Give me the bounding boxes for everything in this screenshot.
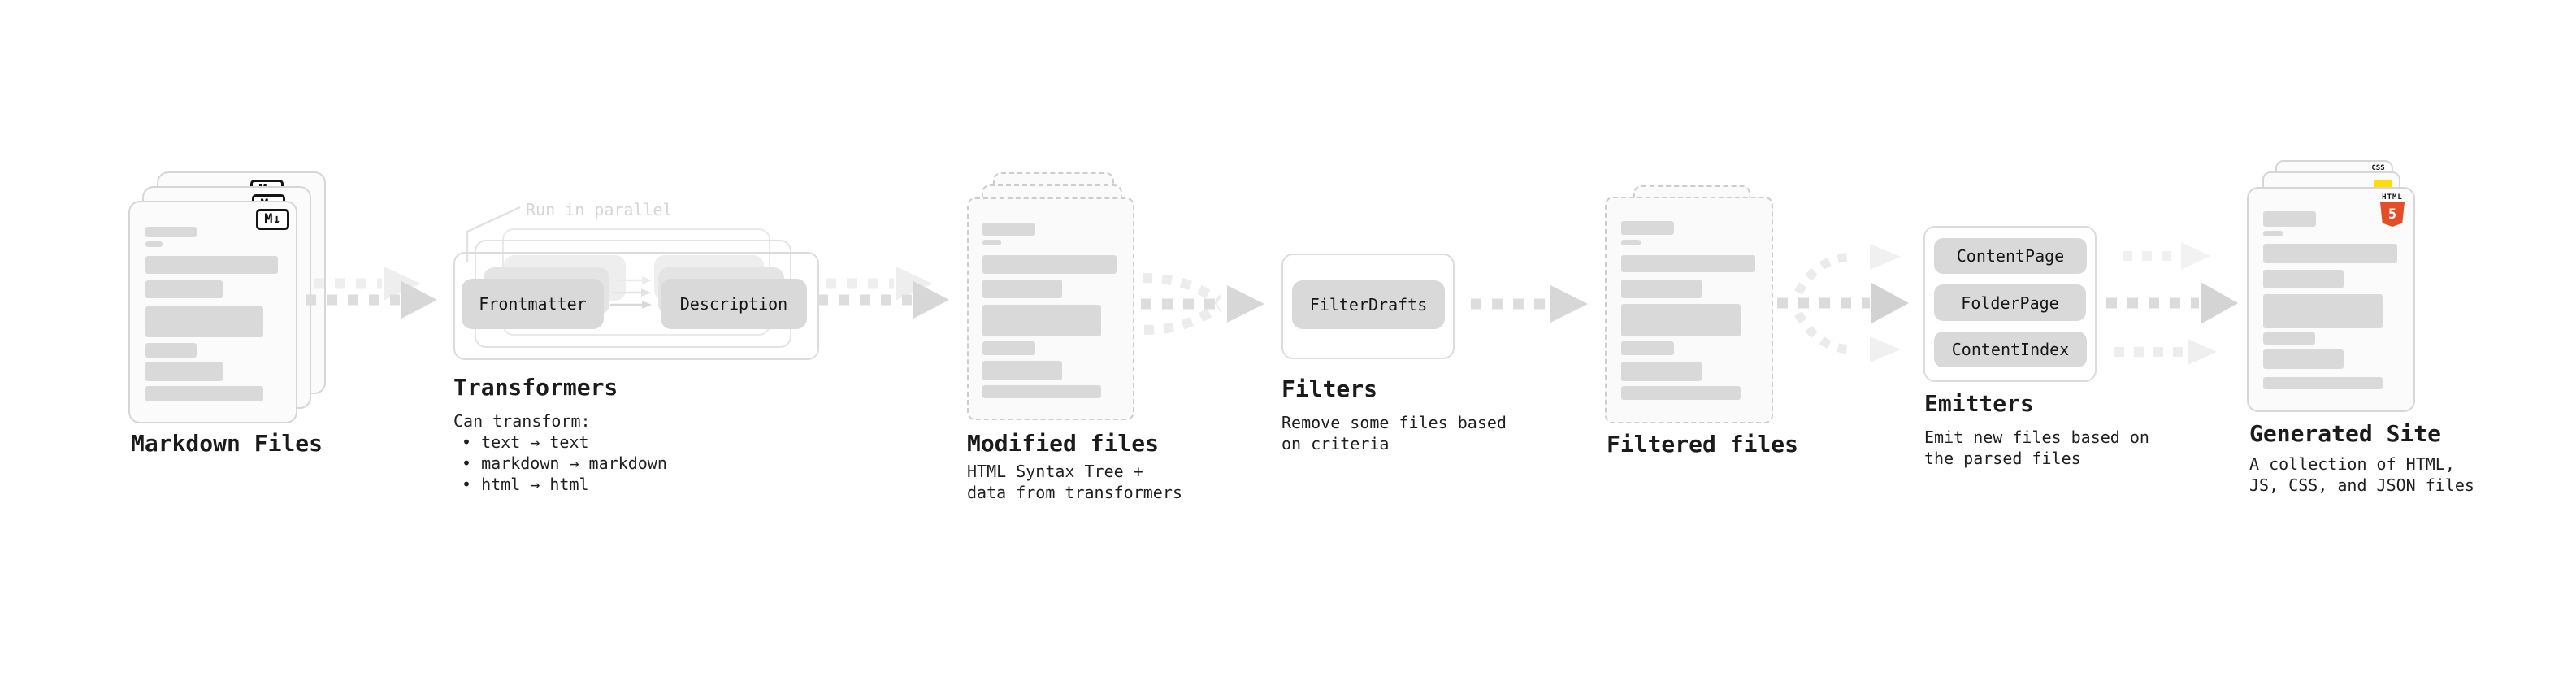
modified-files-description: HTML Syntax Tree + data from transformer… (967, 461, 1182, 503)
folderpage-chip: FolderPage (1934, 284, 2086, 321)
text-placeholder-bar (145, 362, 223, 381)
text-placeholder-bar (2263, 231, 2283, 236)
text-placeholder-bar (1621, 341, 1674, 355)
text-placeholder-bar (145, 227, 197, 237)
mini-arrow-icon (613, 288, 651, 297)
description-line: HTML Syntax Tree + (967, 462, 1143, 481)
text-placeholder-bar (145, 280, 223, 298)
text-placeholder-bar (982, 280, 1062, 298)
generated-site-label: Generated Site (2249, 420, 2442, 447)
html5-icon-word: HTML (2382, 193, 2403, 202)
text-placeholder-bar (1621, 221, 1674, 235)
filters-description: Remove some files based on criteria (1281, 412, 1507, 454)
bullet-html-to-html: • html → html (462, 475, 589, 494)
filterdrafts-chip: FilterDrafts (1292, 280, 1445, 329)
text-placeholder-bar (145, 386, 263, 401)
modified-files-label: Modified files (967, 430, 1160, 457)
emitters-description: Emit new files based on the parsed files (1924, 427, 2149, 469)
html-file-card-front: HTML 5 (2247, 187, 2415, 412)
description-transformer-chip: Description (661, 279, 807, 329)
transformers-description: Can transform: • text → text • markdown … (453, 410, 667, 495)
filtered-files-label: Filtered files (1607, 431, 1799, 458)
text-placeholder-bar (982, 255, 1117, 274)
text-placeholder-bar (2263, 332, 2315, 345)
text-placeholder-bar (2263, 349, 2344, 369)
markdown-files-label: Markdown Files (131, 430, 323, 457)
html5-icon-five: 5 (2387, 206, 2397, 223)
description-line: Remove some files based (1281, 413, 1507, 432)
text-placeholder-bar (2263, 377, 2383, 389)
text-placeholder-bar (1621, 280, 1702, 298)
text-placeholder-bar (1621, 240, 1641, 245)
bullet-text-to-text: • text → text (462, 432, 589, 452)
run-in-parallel-annotation: Run in parallel (526, 200, 673, 219)
text-placeholder-bar (982, 341, 1035, 355)
text-placeholder-bar (145, 306, 263, 337)
description-line: data from transformers (967, 483, 1182, 502)
text-placeholder-bar (982, 240, 1001, 245)
modified-file-card-front (967, 197, 1134, 420)
emitters-label: Emitters (1924, 390, 2034, 417)
description-line: on criteria (1281, 434, 1390, 453)
transformer-box-front (453, 252, 819, 360)
css-icon-text: CSS (2371, 164, 2385, 172)
transformers-label: Transformers (453, 374, 618, 401)
text-placeholder-bar (2263, 270, 2344, 288)
contentpage-chip: ContentPage (1934, 238, 2087, 274)
markdown-icon: M↓ (256, 209, 289, 230)
html5-icon-shield: 5 (2380, 202, 2405, 227)
text-placeholder-bar (1621, 362, 1702, 381)
text-placeholder-bar (982, 361, 1062, 380)
text-placeholder-bar (1621, 255, 1755, 272)
description-line: A collection of HTML, (2249, 454, 2455, 474)
generated-site-description: A collection of HTML, JS, CSS, and JSON … (2249, 453, 2474, 496)
js-icon (2374, 180, 2392, 189)
text-placeholder-bar (2263, 211, 2316, 227)
mini-arrow-icon (614, 276, 652, 284)
text-placeholder-bar (2263, 244, 2397, 263)
text-placeholder-bar (145, 241, 163, 247)
text-placeholder-bar (145, 256, 278, 274)
text-placeholder-bar (982, 223, 1035, 236)
text-placeholder-bar (145, 343, 197, 358)
triple-arrow-icon (2106, 242, 2238, 365)
description-line: Emit new files based on (1924, 427, 2149, 447)
text-placeholder-bar (1621, 304, 1741, 336)
filtered-file-card-front (1605, 197, 1773, 423)
can-transform-line: Can transform: (453, 411, 591, 431)
markdown-file-card-front: M↓ (128, 201, 297, 423)
text-placeholder-bar (982, 385, 1101, 398)
frontmatter-transformer-chip: Frontmatter (462, 279, 604, 329)
text-placeholder-bar (982, 305, 1101, 336)
text-placeholder-bar (1621, 386, 1741, 400)
text-placeholder-bar (2263, 294, 2383, 328)
flow-arrow-icon (1471, 285, 1588, 323)
contentindex-chip: ContentIndex (1934, 332, 2087, 367)
mini-arrow-icon (610, 301, 652, 309)
flow-arrow-icon (817, 267, 949, 319)
flow-arrow-icon (306, 267, 437, 319)
html5-icon: HTML 5 (2378, 193, 2407, 227)
converging-arrow-icon (1141, 273, 1264, 335)
description-line: the parsed files (1924, 449, 2081, 468)
diverging-arrow-icon (1777, 244, 1909, 362)
bullet-markdown-to-markdown: • markdown → markdown (462, 453, 667, 473)
filters-label: Filters (1281, 375, 1378, 402)
description-line: JS, CSS, and JSON files (2249, 475, 2474, 495)
